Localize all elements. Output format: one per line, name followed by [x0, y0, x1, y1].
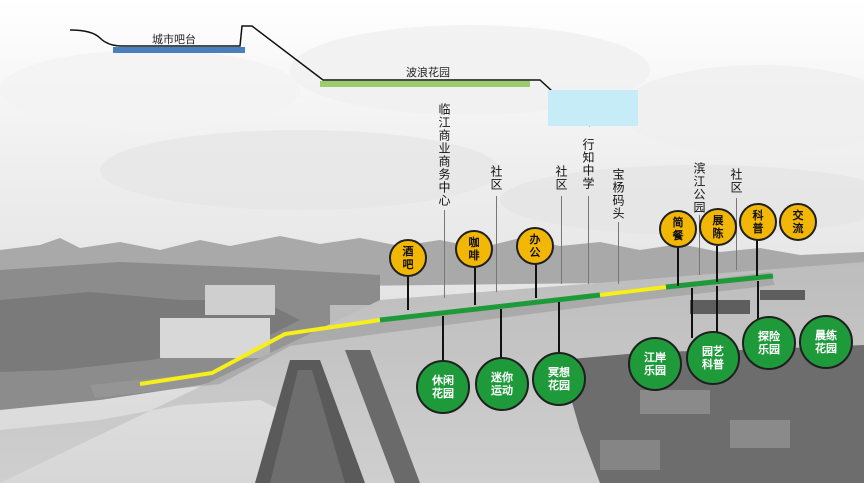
node-stick — [756, 240, 758, 276]
leader-line — [588, 196, 589, 284]
green-path-east — [665, 273, 774, 290]
node-stick — [474, 265, 476, 305]
node-stick — [691, 288, 693, 338]
leader-line — [618, 222, 619, 284]
node-mini-sports: 迷你运动 — [475, 357, 529, 411]
riverside-business-center-label: 临江商业商务中心 — [437, 103, 451, 207]
node-stick — [500, 309, 502, 359]
node-horticulture-science: 园艺科普 — [686, 331, 740, 385]
wave-garden-band — [320, 81, 530, 87]
xingzhi-middle-school-label: 行知中学 — [581, 138, 595, 190]
node-stick — [716, 286, 718, 334]
wave-garden-label: 波浪花园 — [406, 66, 450, 79]
node-stick — [407, 274, 409, 310]
leader-line — [561, 196, 562, 284]
node-stick — [442, 316, 444, 362]
node-stick — [677, 246, 679, 286]
node-morning-exercise-garden: 晨练花园 — [799, 315, 853, 369]
node-adventure-playground: 探险乐园 — [742, 316, 796, 370]
node-stick — [535, 258, 537, 298]
green-path-west — [379, 292, 601, 323]
node-office: 办公 — [516, 227, 554, 265]
community-label-3: 社区 — [729, 168, 743, 194]
node-riverbank-playground: 江岸乐园 — [628, 337, 682, 391]
leader-line — [736, 198, 737, 270]
yellow-path — [139, 318, 381, 386]
node-stick — [716, 246, 718, 282]
node-light-meal: 简餐 — [659, 210, 697, 248]
node-bar: 酒吧 — [389, 239, 427, 277]
node-science: 科普 — [739, 203, 777, 241]
leader-line — [699, 215, 700, 275]
binjiang-park-label: 滨江公园 — [692, 162, 706, 214]
water-band — [548, 90, 638, 126]
node-stick — [558, 302, 560, 356]
community-label-1: 社区 — [489, 165, 503, 191]
node-meditation-garden: 冥想花园 — [532, 352, 586, 406]
node-exhibition: 展陈 — [699, 208, 737, 246]
node-stick — [757, 281, 759, 321]
leader-line — [496, 196, 497, 292]
node-leisure-garden: 休闲花园 — [416, 360, 470, 414]
node-coffee: 咖啡 — [455, 230, 493, 268]
city-bar-band — [113, 47, 245, 53]
yellow-path-middle — [599, 285, 667, 297]
city-bar-label: 城市吧台 — [152, 33, 196, 46]
community-label-2: 社区 — [554, 165, 568, 191]
node-exchange: 交流 — [779, 203, 817, 241]
leader-line — [444, 210, 445, 298]
baoyang-pier-label: 宝杨码头 — [611, 168, 625, 220]
terrain-profile-line — [69, 25, 591, 127]
